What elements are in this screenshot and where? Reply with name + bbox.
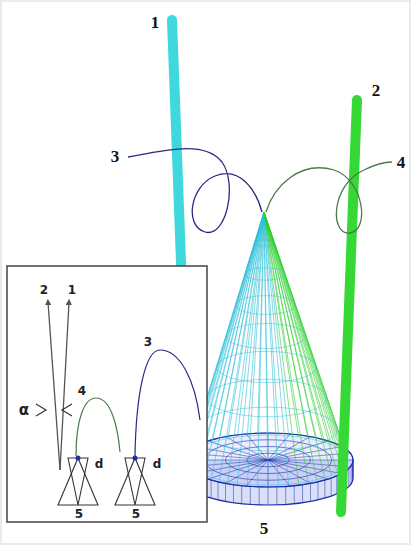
callout-number: 3 [111, 148, 120, 165]
distance-symbol: d [153, 458, 162, 470]
inset-sketch [7, 266, 207, 522]
cone-wireframe [188, 212, 348, 485]
inset-callout: 2 [40, 284, 48, 296]
inset-callout: 4 [78, 385, 86, 397]
inset-callout: 3 [144, 336, 152, 348]
inset-callout: 1 [68, 284, 76, 296]
callout-number: 2 [372, 82, 381, 99]
distance-symbol: d [95, 458, 104, 470]
rod-2 [341, 100, 357, 512]
trajectory-4 [266, 162, 392, 233]
callout-number: 4 [397, 154, 406, 171]
inset-callout: 5 [132, 508, 140, 520]
inset-callout: 5 [75, 508, 83, 520]
callout-number: 1 [151, 14, 160, 31]
trajectory-3 [128, 149, 262, 233]
angle-symbol: α [19, 403, 29, 418]
callout-number: 5 [260, 520, 269, 537]
